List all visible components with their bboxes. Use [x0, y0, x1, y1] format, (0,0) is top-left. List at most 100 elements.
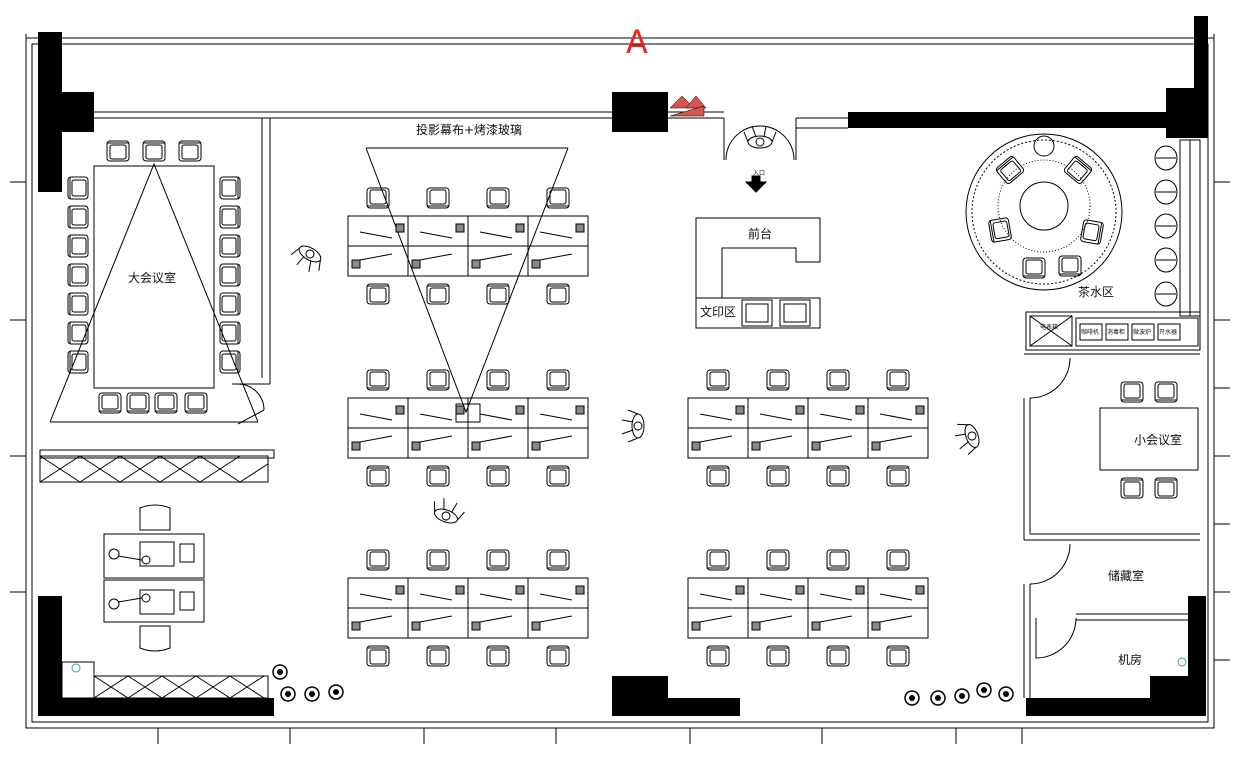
projection-label: 投影幕布+烤漆玻璃	[416, 122, 522, 137]
storage-label: 储藏室	[1108, 568, 1144, 583]
chair	[426, 549, 450, 571]
plant-center	[1003, 691, 1009, 697]
bottom-cabinets	[61, 661, 269, 699]
appliance-label: 消毒柜	[1107, 328, 1125, 336]
appliance-box	[1079, 323, 1103, 341]
chair	[546, 369, 570, 391]
appliance-box	[1131, 323, 1155, 341]
sofa-chair	[1063, 155, 1093, 185]
desk	[527, 607, 589, 639]
entrance-door	[723, 118, 797, 193]
chair	[142, 140, 166, 162]
workstation-cluster	[687, 369, 929, 487]
chair	[366, 645, 390, 667]
workstation-cluster	[347, 369, 589, 487]
plant-center	[277, 669, 283, 675]
plant-center	[981, 687, 987, 693]
appliance-label: 咖啡机	[1081, 328, 1099, 336]
potted-plants	[272, 664, 1014, 706]
top-wall	[94, 111, 848, 129]
reception-label: 前台	[748, 226, 772, 241]
person-figure	[954, 423, 980, 455]
chair	[486, 187, 510, 209]
workstation-cluster	[347, 187, 589, 305]
right-rooms	[1023, 357, 1200, 698]
chair	[886, 549, 910, 571]
chair	[486, 369, 510, 391]
chair	[219, 205, 241, 229]
plant-center	[959, 693, 965, 699]
people-figures	[290, 125, 980, 524]
chair	[766, 645, 790, 667]
appliances: 咖啡机消毒柜微波炉开水器	[1079, 323, 1181, 341]
chair	[67, 205, 89, 229]
chair	[886, 465, 910, 487]
outer-boundary	[25, 37, 1215, 729]
chair	[486, 465, 510, 487]
chair	[886, 369, 910, 391]
large-meeting-room	[49, 118, 271, 425]
workstation-cluster	[687, 549, 929, 667]
chair	[1120, 381, 1144, 403]
chair	[766, 465, 790, 487]
chair	[766, 549, 790, 571]
chair	[426, 187, 450, 209]
chair	[706, 369, 730, 391]
chair	[178, 140, 202, 162]
stool	[1154, 145, 1178, 171]
stool	[1154, 247, 1178, 273]
tea-stools	[988, 145, 1178, 307]
appliance-box	[1157, 323, 1181, 341]
workstation-cluster	[347, 549, 589, 667]
structural-columns	[38, 16, 1208, 716]
red-marker	[669, 95, 707, 117]
chair	[67, 292, 89, 316]
chair	[486, 645, 510, 667]
chair	[486, 549, 510, 571]
panel-box-label: 电表箱	[1040, 323, 1058, 331]
reception-desk	[695, 217, 821, 329]
chair	[486, 283, 510, 305]
small-meeting-label: 小会议室	[1134, 432, 1182, 447]
chair	[706, 549, 730, 571]
plant-center	[285, 691, 291, 697]
chair	[366, 283, 390, 305]
person-figure	[743, 125, 777, 149]
sofa-chair	[988, 217, 1012, 243]
print-area-label: 文印区	[700, 304, 736, 319]
desk	[527, 245, 589, 277]
chair	[1120, 477, 1144, 499]
chair	[826, 465, 850, 487]
chair	[184, 392, 208, 414]
sofa-chair	[995, 155, 1025, 185]
chair	[546, 187, 570, 209]
chair	[67, 176, 89, 200]
chair	[219, 234, 241, 258]
chair	[546, 465, 570, 487]
chair	[98, 392, 122, 414]
person-figure	[621, 409, 645, 443]
chair	[426, 283, 450, 305]
appliance-label: 开水器	[1159, 328, 1177, 336]
chair	[219, 292, 241, 316]
chair	[366, 549, 390, 571]
chair	[366, 465, 390, 487]
chair	[219, 321, 241, 345]
chair	[766, 369, 790, 391]
chair	[154, 392, 178, 414]
chair	[219, 263, 241, 287]
stool	[1154, 281, 1178, 307]
entrance-label: 入口	[753, 170, 765, 177]
small-meeting-chairs	[1120, 381, 1178, 499]
stool	[1154, 213, 1178, 239]
chair	[546, 283, 570, 305]
desk	[867, 607, 929, 639]
sofa-chair	[1080, 219, 1104, 245]
plant-center	[309, 691, 315, 697]
chair	[426, 645, 450, 667]
chair	[219, 350, 241, 374]
chair	[1154, 477, 1178, 499]
chair	[706, 465, 730, 487]
appliance-label: 微波炉	[1133, 328, 1151, 336]
